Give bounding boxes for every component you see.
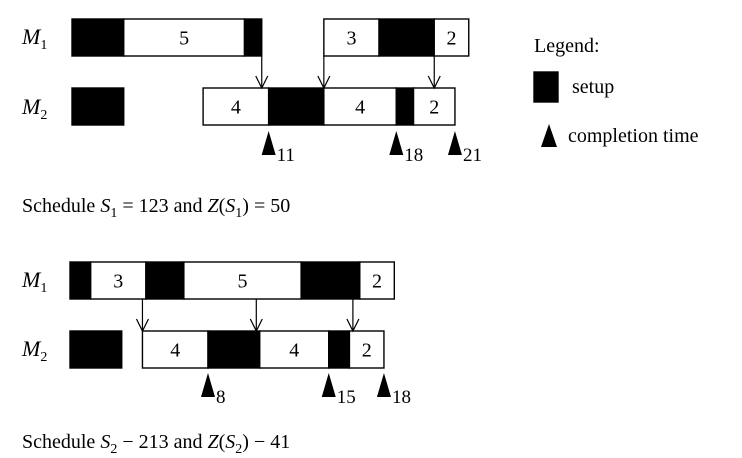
s1-caption: Schedule S1 = 123 and Z(S1) = 50 — [22, 195, 290, 221]
s2-m1-job-block — [183, 261, 302, 300]
s1-completion-triangle-icon — [261, 131, 276, 155]
s1-m2-job-block — [323, 87, 398, 126]
s1-m1-job-label: 5 — [179, 28, 189, 50]
s2-caption: Schedule S2 − 213 and Z(S2) − 41 — [22, 431, 290, 453]
s2-m1-job-label: 5 — [238, 271, 248, 293]
s2-completion-triangle-icon — [321, 373, 336, 397]
s1-m1-label: M1 — [21, 24, 47, 53]
s1-m2-job-label: 4 — [231, 97, 241, 119]
legend-completion-label: completion time — [568, 125, 699, 147]
s1-m1-setup-block — [378, 18, 435, 57]
s1-m1-job-label: 3 — [346, 28, 356, 50]
s1-transfer-arrow — [427, 56, 441, 90]
s1-transfer-arrow — [255, 56, 269, 90]
s1-m2-job-label: 4 — [355, 97, 365, 119]
s1-m1-job-label: 2 — [447, 28, 457, 50]
s1-completion-time-label: 18 — [404, 145, 423, 166]
s2-completion-time-label: 15 — [337, 387, 356, 408]
s2-transfer-arrow — [346, 299, 360, 333]
s2-m2-job-block — [348, 330, 385, 369]
s1-m1-setup-block — [243, 18, 263, 57]
legend-completion-triangle-icon — [541, 124, 557, 147]
s2-transfer-arrow — [249, 299, 263, 333]
legend-title: Legend: — [534, 35, 600, 57]
s2-m1-job-label: 3 — [113, 271, 123, 293]
s1-m2-label: M2 — [21, 94, 47, 123]
s2-m1-job-label: 2 — [372, 271, 382, 293]
s2-m2-label: M2 — [21, 336, 47, 365]
s2-m2-job-block — [141, 330, 209, 369]
legend-setup-swatch — [533, 71, 559, 103]
s2-completion-triangle-icon — [201, 373, 215, 397]
s1-m1-setup-block — [71, 18, 125, 57]
s1-completion-time-label: 11 — [277, 145, 295, 166]
s1-completion-markers: 11 18 21 — [261, 131, 482, 166]
s1-transfer-arrow — [317, 56, 331, 90]
s2-m2-setup-block — [328, 330, 351, 369]
s2-m2-job-label: 4 — [289, 340, 299, 362]
s2-transfer-arrow — [135, 299, 149, 333]
s2-m2-setup-block — [207, 330, 261, 369]
s2-m2-job-block — [259, 330, 330, 369]
s1-machine2-row: 4 4 2 — [71, 87, 456, 126]
s1-transfer-arrows — [255, 56, 441, 90]
s1-m2-job-block — [412, 87, 456, 126]
legend: Legend: setup completion time — [533, 35, 699, 147]
s1-m2-setup-block — [71, 87, 125, 126]
s2-m1-label: M1 — [21, 267, 47, 296]
s2-m1-job-block — [359, 261, 395, 300]
s2-machine2-row: 4 4 2 — [69, 330, 385, 369]
s1-m1-job-block — [433, 18, 470, 57]
s2-m1-setup-block — [300, 261, 361, 300]
s1-completion-triangle-icon — [389, 131, 404, 155]
s2-completion-time-label: 18 — [392, 387, 411, 408]
s1-m2-setup-block — [267, 87, 325, 126]
s2-m1-setup-block — [69, 261, 92, 300]
s1-machine1-row: 5 3 2 — [71, 18, 470, 57]
s1-completion-triangle-icon — [447, 131, 462, 155]
legend-setup-label: setup — [572, 76, 614, 98]
s2-m1-setup-block — [145, 261, 185, 300]
s2-completion-triangle-icon — [376, 373, 391, 397]
s2-completion-markers: 8 15 18 — [201, 373, 411, 408]
s2-machine1-row: 3 5 2 — [69, 261, 395, 300]
s1-completion-time-label: 21 — [463, 145, 482, 166]
s1-m2-setup-block — [395, 87, 415, 126]
s1-m1-job-block — [323, 18, 380, 57]
s2-completion-time-label: 8 — [216, 387, 226, 408]
s2-transfer-arrows — [135, 299, 360, 333]
s2-m2-setup-block — [69, 330, 123, 369]
s1-m2-job-label: 2 — [429, 97, 439, 119]
s2-m2-job-label: 2 — [362, 340, 372, 362]
s1-m1-job-block — [123, 18, 246, 57]
s2-m2-job-label: 4 — [170, 340, 180, 362]
